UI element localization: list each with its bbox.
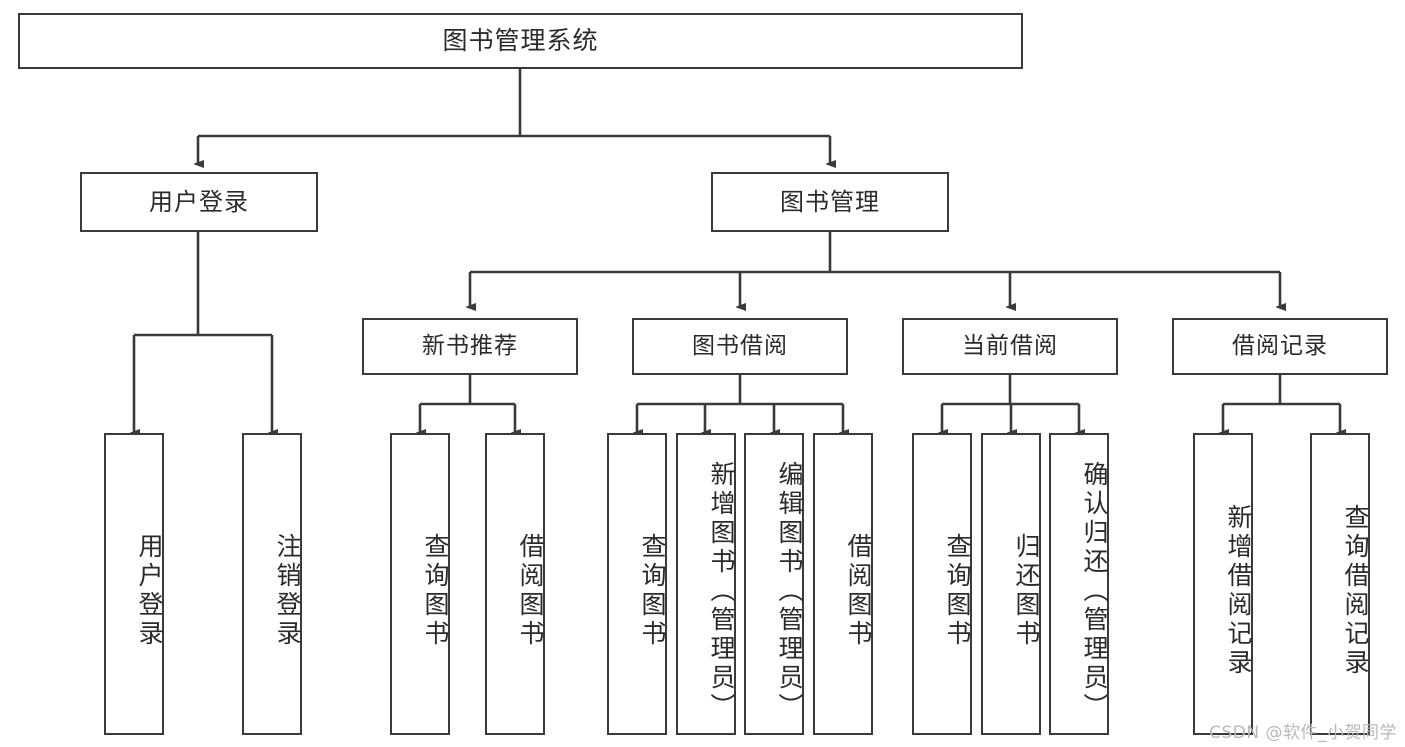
node-current-borrow[interactable]: 当前借阅 [902,318,1118,375]
leaf-user-login-login[interactable]: 用户登录 [104,433,164,735]
leaf-borrow-record-query-record[interactable]: 查询借阅记录 [1310,433,1370,735]
node-user-login[interactable]: 用户登录 [80,172,318,232]
leaf-label: 归还图书 [1012,533,1041,649]
node-user-login-label: 用户登录 [149,187,249,216]
leaf-label: 借阅图书 [516,533,545,649]
leaf-label: 查询借阅记录 [1341,504,1370,678]
node-root[interactable]: 图书管理系统 [18,13,1023,69]
node-book-manage[interactable]: 图书管理 [711,172,949,232]
node-root-label: 图书管理系统 [442,26,599,56]
leaf-label: 注销登录 [273,533,302,649]
leaf-label: 用户登录 [135,533,164,649]
leaf-book-borrow-borrow-book[interactable]: 借阅图书 [813,433,873,735]
leaf-current-borrow-query-book[interactable]: 查询图书 [912,433,972,735]
leaf-new-book-query-book[interactable]: 查询图书 [390,433,450,735]
leaf-label: 查询图书 [421,533,450,649]
leaf-label: 查询图书 [638,533,667,649]
leaf-book-borrow-edit-book[interactable]: 编辑图书（管理员） [744,433,804,735]
leaf-current-borrow-return-book[interactable]: 归还图书 [981,433,1041,735]
node-book-borrow[interactable]: 图书借阅 [632,318,848,375]
node-book-borrow-label: 图书借阅 [692,332,788,359]
leaf-label: 编辑图书（管理员） [775,460,804,722]
node-borrow-record-label: 借阅记录 [1232,332,1328,359]
watermark: CSDN @软件_小贺同学 [1209,723,1397,743]
leaf-user-login-logout[interactable]: 注销登录 [242,433,302,735]
leaf-label: 借阅图书 [844,533,873,649]
leaf-current-borrow-confirm-return[interactable]: 确认归还（管理员） [1049,433,1109,735]
leaf-new-book-borrow-book[interactable]: 借阅图书 [485,433,545,735]
leaf-book-borrow-add-book[interactable]: 新增图书（管理员） [676,433,736,735]
leaf-borrow-record-add-record[interactable]: 新增借阅记录 [1193,433,1253,735]
node-borrow-record[interactable]: 借阅记录 [1172,318,1388,375]
leaf-label: 确认归还（管理员） [1080,460,1109,722]
node-book-manage-label: 图书管理 [780,187,880,216]
leaf-label: 查询图书 [943,533,972,649]
leaf-label: 新增图书（管理员） [707,460,736,722]
node-new-book-recommend[interactable]: 新书推荐 [362,318,578,375]
node-current-borrow-label: 当前借阅 [962,332,1058,359]
leaf-book-borrow-query-book[interactable]: 查询图书 [607,433,667,735]
leaf-label: 新增借阅记录 [1224,504,1253,678]
node-new-book-recommend-label: 新书推荐 [422,332,518,359]
